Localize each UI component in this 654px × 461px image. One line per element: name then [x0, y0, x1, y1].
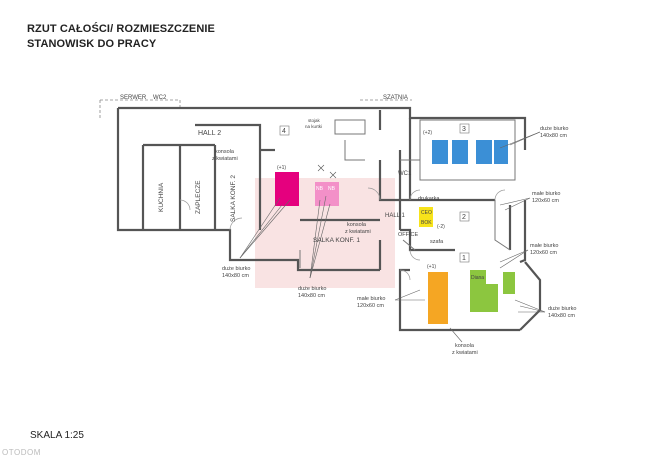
desk — [287, 184, 299, 196]
note-duze-mid-2: 140x80 cm — [298, 293, 325, 299]
plan-title-line1: RZUT CAŁOŚCI/ ROZMIESZCZENIE — [27, 23, 215, 35]
desk — [452, 152, 468, 164]
room-szatnia: SZATNIA — [383, 95, 408, 101]
note-konsola-mid-2: z kwiatami — [345, 229, 371, 235]
note-male-mid-2: 120x60 cm — [532, 198, 559, 204]
desk — [315, 196, 327, 206]
note-male-mid-1: małe biurko — [532, 191, 560, 197]
desk-diana: Diana — [471, 275, 484, 281]
note-duze-left-2: 140x80 cm — [222, 273, 249, 279]
desks-room-1 — [419, 207, 515, 324]
room-office: OFFICE — [398, 232, 418, 238]
room-serwer: SERWER — [120, 95, 147, 101]
note-duze-right-1: duże biurko — [548, 306, 576, 312]
note-konsola-top-2: z kwiatami — [212, 156, 238, 162]
note-male-right-2: 120x60 cm — [530, 250, 557, 256]
note-konsola-bottom-1: konsola — [455, 343, 475, 349]
room-kuchnia: KUCHNIA — [158, 182, 165, 212]
desk — [275, 172, 287, 184]
callout-lines — [239, 131, 546, 343]
scale-label: SKALA 1:25 — [30, 430, 84, 441]
note-duze-mid-1: duże biurko — [298, 286, 326, 292]
count-room-1: (+1) — [427, 264, 436, 270]
desk — [494, 152, 508, 164]
desk — [419, 207, 433, 217]
note-duze-top-2: 140x80 cm — [540, 133, 567, 139]
desk — [419, 217, 433, 227]
desk — [452, 140, 468, 152]
room-number-4: 4 — [282, 128, 286, 135]
room-wc2: WC2 — [153, 95, 167, 101]
room-salka2: SALKA KONF. 2 — [230, 175, 237, 222]
desk — [327, 196, 339, 206]
note-duze-right-2: 140x80 cm — [548, 313, 575, 319]
desk — [428, 314, 448, 324]
desk — [432, 152, 448, 164]
annotations: duże biurko 140x80 cm małe biurko 120x60… — [212, 118, 576, 356]
desk — [503, 272, 515, 294]
note-male-right-1: małe biurko — [530, 243, 558, 249]
plant-marks — [317, 164, 337, 179]
door-arcs — [179, 187, 506, 281]
note-male-center-2: 120x60 cm — [357, 303, 384, 309]
desk — [470, 270, 486, 284]
desk — [315, 182, 327, 196]
desk — [470, 298, 486, 312]
note-duze-left-1: duże biurko — [222, 266, 250, 272]
desk-nb-2: NB — [328, 186, 336, 192]
desk — [275, 184, 287, 196]
count-room-4: (+1) — [277, 165, 286, 171]
note-konsola-bottom-2: z kwiatami — [452, 350, 478, 356]
desk — [287, 172, 299, 184]
room-szafa: szafa — [430, 239, 444, 245]
room-hall2: HALL 2 — [198, 130, 221, 137]
walls — [116, 106, 542, 332]
room-number-1: 1 — [462, 255, 466, 262]
desk — [287, 196, 299, 206]
note-stojak-1: stojak — [308, 118, 321, 123]
note-konsola-top-1: konsola — [215, 149, 235, 155]
plan-title: RZUT CAŁOŚCI/ ROZMIESZCZENIE STANOWISK D… — [27, 22, 215, 52]
note-male-center-1: małe biurko — [357, 296, 385, 302]
seat-counts: (+1) (+2) (+1) (-2) NB NB Diana — [277, 130, 484, 281]
room-number-3: 3 — [462, 126, 466, 133]
desk — [476, 152, 492, 164]
desk — [428, 286, 448, 300]
note-stojak-2: na kurtki — [305, 124, 322, 129]
room-number-2: 2 — [462, 214, 466, 221]
desk — [476, 140, 492, 152]
desk — [428, 300, 448, 314]
desk — [275, 196, 287, 206]
desk — [470, 284, 486, 298]
room-hall1: HALL 1 — [385, 213, 405, 219]
count-office: (-2) — [437, 224, 445, 230]
plan-title-line2: STANOWISK DO PRACY — [27, 38, 157, 50]
dashed-outline — [99, 99, 412, 120]
count-room-3: (+2) — [423, 130, 432, 136]
note-duze-top-1: duże biurko — [540, 126, 568, 132]
desk — [432, 140, 448, 152]
note-konsola-mid-1: konsola — [347, 222, 367, 228]
room-wc1: WC1 — [398, 171, 412, 177]
room-labels: SERWER WC2 SZATNIA HALL 2 KUCHNIA ZAPLEC… — [120, 95, 444, 245]
desk — [486, 284, 498, 312]
desk-nb-1: NB — [316, 186, 324, 192]
room-numbers: 4 3 2 1 — [279, 123, 470, 263]
desks-room-3 — [432, 140, 508, 164]
watermark-text: OTODOM — [2, 448, 41, 457]
inner-walls — [299, 119, 516, 268]
desk — [428, 272, 448, 286]
label-bok: BOK — [421, 220, 432, 226]
desks-room-4 — [275, 172, 339, 206]
desk — [494, 140, 508, 152]
label-ceo: CEO — [421, 210, 432, 216]
room-zaplecze: ZAPLECZE — [195, 180, 202, 214]
label-drukarka: drukarka — [418, 196, 440, 202]
room-salka1: SALKA KONF. 1 — [313, 237, 360, 244]
desk — [327, 182, 339, 196]
